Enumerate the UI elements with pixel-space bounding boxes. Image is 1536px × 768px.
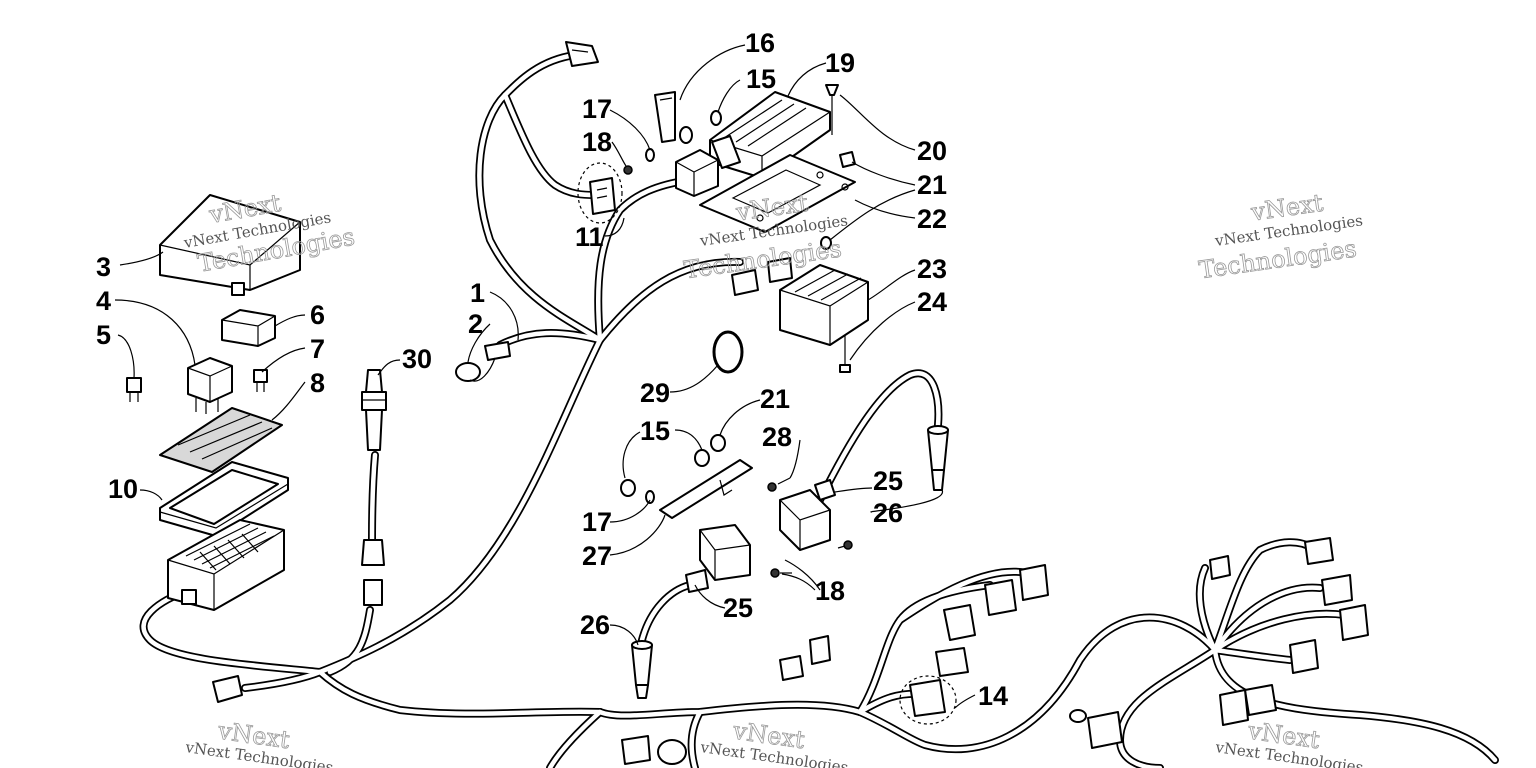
- bracket-part-16: [654, 91, 676, 143]
- connector-part-2: [455, 341, 511, 382]
- leader-lines: [114, 44, 976, 709]
- callout-26b: 26: [580, 610, 610, 640]
- callout-16: 16: [745, 28, 775, 58]
- callout-8: 8: [310, 368, 325, 398]
- callout-29: 29: [640, 378, 670, 408]
- callout-18b: 18: [815, 576, 845, 606]
- watermark-bottom-center: vNext vNext Technologies: [698, 716, 849, 768]
- callout-7: 7: [310, 334, 325, 364]
- callout-15a: 15: [746, 64, 776, 94]
- spark-plug-cap-26-lower: [631, 640, 653, 699]
- o2-sensor-part-30: [361, 369, 387, 606]
- fuse-part-5: [126, 377, 142, 402]
- fuse-part-7: [253, 369, 268, 392]
- callout-24: 24: [917, 287, 947, 317]
- mount-plate-part-22: [699, 154, 856, 233]
- clamp-part-29: [712, 330, 744, 374]
- callout-17a: 17: [582, 94, 612, 124]
- callout-15b: 15: [640, 416, 670, 446]
- callout-14: 14: [978, 681, 1008, 711]
- callout-11: 11: [575, 222, 604, 252]
- relay-cover-part-3: [159, 194, 301, 296]
- fuse-label-part-8: [159, 407, 283, 473]
- callout-5: 5: [96, 320, 111, 350]
- callout-22: 22: [917, 204, 947, 234]
- callout-21b: 21: [760, 384, 790, 414]
- callout-10: 10: [108, 474, 138, 504]
- callout-25a: 25: [873, 466, 903, 496]
- regulator-connectors: [731, 257, 793, 296]
- wire-harness: [139, 51, 1499, 768]
- coil-part-25-upper: [779, 479, 836, 551]
- callout-20: 20: [917, 136, 947, 166]
- callout-30: 30: [402, 344, 432, 374]
- callout-25b: 25: [723, 593, 753, 623]
- callout-3: 3: [96, 252, 111, 282]
- spark-plug-cap-26-upper: [927, 425, 949, 491]
- callout-6: 6: [310, 300, 325, 330]
- callout-4: 4: [96, 286, 111, 316]
- callout-numbers: 1 2 3 4 5 6 7 8 10 11 14 15 15 16 17 17 …: [96, 28, 1008, 711]
- callout-2: 2: [468, 309, 483, 339]
- fuse-slots: [185, 523, 275, 571]
- sensor-module-small: [675, 149, 719, 197]
- watermark-left: vNext vNext Technologies Technologies: [182, 188, 358, 278]
- detail-circles: [577, 162, 957, 725]
- callout-18a: 18: [582, 127, 612, 157]
- watermark-right: vNext vNext Technologies Technologies: [1197, 188, 1364, 284]
- callout-21a: 21: [917, 170, 947, 200]
- callout-19: 19: [825, 48, 855, 78]
- watermark-bottom-left: vNext vNext Technologies: [183, 716, 334, 768]
- callout-27: 27: [582, 541, 612, 571]
- coil-part-25-lower: [685, 524, 751, 593]
- callout-28: 28: [762, 422, 792, 452]
- watermark-bottom-right: vNext vNext Technologies: [1213, 716, 1364, 768]
- watermarks: vNext vNext Technologies Technologies vN…: [182, 188, 1365, 768]
- regulator-part-23: [779, 264, 869, 346]
- gasket-part-10: [159, 461, 289, 537]
- callout-23: 23: [917, 254, 947, 284]
- callout-1: 1: [470, 278, 485, 308]
- fuse-box-base: [167, 519, 285, 611]
- callout-17b: 17: [582, 507, 612, 537]
- bracket-part-27: [659, 459, 753, 519]
- relay-cube-part-6: [221, 309, 276, 347]
- top-connector: [565, 41, 599, 67]
- hardware-small-parts: [620, 84, 856, 578]
- harness-connectors: [212, 537, 1369, 765]
- relay-part-4: [187, 357, 233, 414]
- connector-part-11: [589, 177, 616, 215]
- callout-26a: 26: [873, 498, 903, 528]
